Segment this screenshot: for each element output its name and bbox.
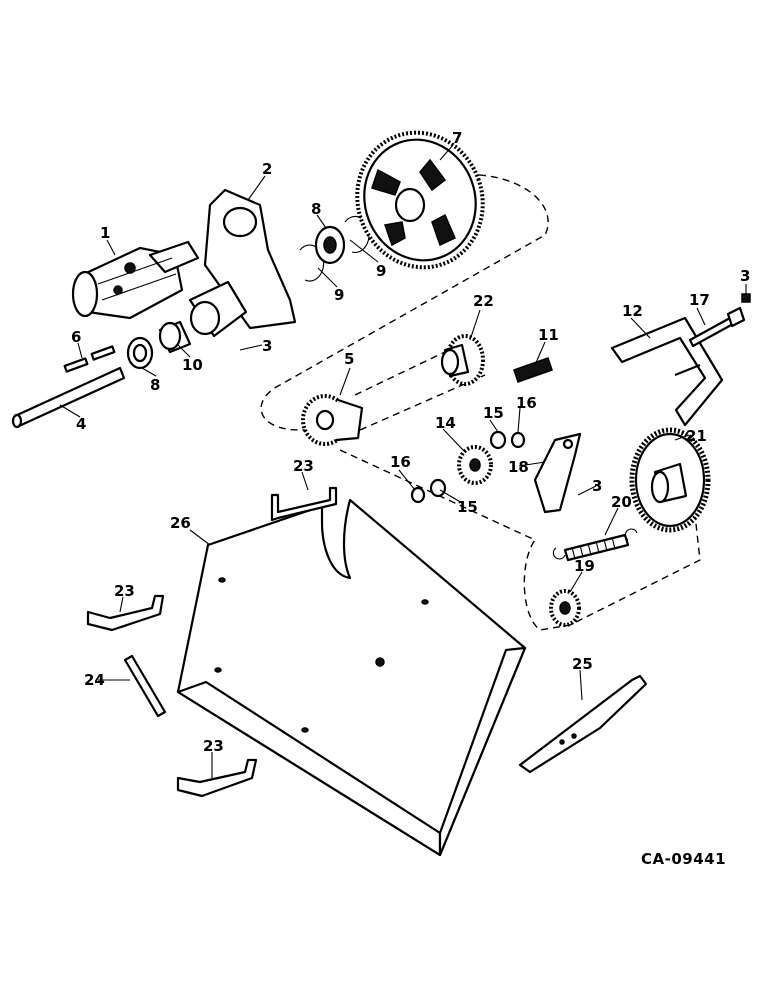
mounting-strap-right (518, 674, 648, 774)
callout-15-lower: 15 (457, 498, 478, 516)
callout-3-arm: 3 (592, 477, 602, 495)
callout-23-left: 23 (114, 582, 135, 600)
chain-shield (176, 498, 527, 857)
large-drive-gear (355, 130, 485, 270)
callout-6: 6 (71, 328, 81, 346)
motor-mount-bracket (188, 188, 297, 338)
callout-7: 7 (452, 129, 462, 147)
callout-5: 5 (344, 350, 354, 368)
large-driven-sprocket (629, 427, 711, 533)
angle-bracket-left (86, 594, 165, 632)
callout-16-lower: 16 (390, 453, 411, 471)
leader-lines (59, 144, 747, 778)
bolt-and-nut (688, 293, 751, 348)
callout-18: 18 (508, 458, 529, 476)
callout-15-upper: 15 (483, 404, 504, 422)
callout-9-right: 9 (376, 262, 386, 280)
callout-10: 10 (182, 356, 203, 374)
callout-19: 19 (574, 557, 595, 575)
callout-14: 14 (435, 414, 456, 432)
callout-20: 20 (611, 493, 632, 511)
idler-sprocket (457, 445, 493, 485)
callout-1: 1 (100, 224, 110, 242)
upper-sprocket (440, 334, 485, 386)
starter-motor (71, 240, 200, 320)
callout-26: 26 (170, 514, 191, 532)
drive-sprocket (301, 394, 364, 446)
callout-11: 11 (538, 326, 559, 344)
callout-17: 17 (689, 291, 710, 309)
mounting-strap-left (123, 654, 167, 718)
callout-21: 21 (686, 427, 707, 445)
spacer-bushing (158, 320, 192, 354)
callout-8-right: 8 (311, 200, 321, 218)
callout-24: 24 (84, 671, 105, 689)
bearing-right-assembly (299, 215, 370, 282)
callout-4: 4 (76, 415, 86, 433)
callout-23-top: 23 (293, 457, 314, 475)
callout-8-left: 8 (150, 376, 160, 394)
callout-2: 2 (262, 160, 272, 178)
angle-bracket-bottom (176, 758, 258, 798)
callout-16-upper: 16 (516, 394, 537, 412)
chain-connector-link (513, 357, 553, 383)
callout-3-bracket: 3 (262, 337, 272, 355)
lower-chain-loop (339, 449, 701, 631)
angle-bracket-top (270, 486, 338, 522)
shaft-keys (63, 345, 116, 373)
callout-23-bottom: 23 (203, 737, 224, 755)
callout-22: 22 (473, 292, 494, 310)
callout-3-bolt: 3 (740, 267, 750, 285)
callout-12: 12 (622, 302, 643, 320)
callout-labels: 1 2 7 8 9 9 10 8 3 4 6 5 22 11 12 17 3 1… (71, 129, 750, 755)
callout-9-left: 9 (334, 286, 344, 304)
callout-25: 25 (572, 655, 593, 673)
tension-spring (552, 528, 638, 562)
drawing-code: CA-09441 (641, 850, 726, 868)
upper-chain-loop (260, 173, 549, 431)
drive-shaft (11, 366, 126, 429)
small-sprocket (549, 589, 581, 627)
tensioner-arm (533, 432, 582, 514)
bearing-left (126, 336, 154, 370)
